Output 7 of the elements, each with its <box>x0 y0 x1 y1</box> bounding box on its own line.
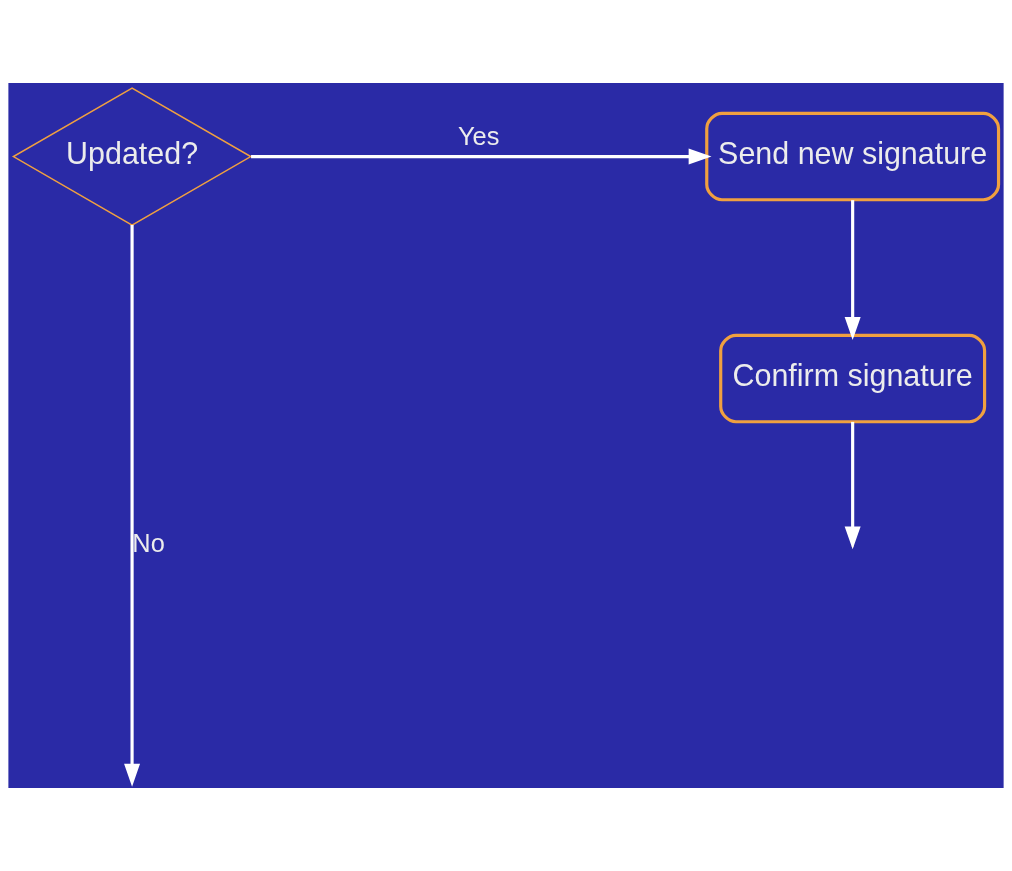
node-box: Send new signature <box>705 111 1001 202</box>
node-box: Confirm signature <box>719 333 987 424</box>
node-diamond: Updated? <box>11 87 253 226</box>
edge-label: Yes <box>458 122 500 151</box>
arrow <box>844 200 861 340</box>
edge-label: No <box>132 529 165 558</box>
arrow <box>251 148 712 165</box>
